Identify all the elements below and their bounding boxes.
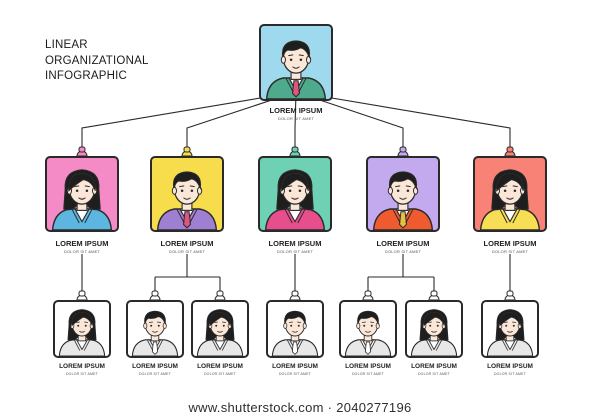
- person-avatar-icon: [479, 169, 541, 230]
- node-subtitle: DOLOR SIT AMET: [277, 115, 315, 121]
- person-avatar-icon: [271, 310, 319, 356]
- person-avatar-icon: [486, 309, 534, 356]
- node-name: LOREM IPSUM: [160, 239, 214, 248]
- hanger-pin-icon: [76, 290, 88, 301]
- manager-node-card: [473, 156, 547, 232]
- node-name: LOREM IPSUM: [59, 363, 105, 370]
- person-avatar-icon: [156, 171, 218, 230]
- node-name: LOREM IPSUM: [272, 363, 318, 370]
- staff-node-card: [481, 300, 539, 358]
- connector-root-to-manager: [294, 91, 297, 148]
- root-node-card: [259, 24, 333, 101]
- manager-node-card: [258, 156, 332, 232]
- hanger-pin-icon: [504, 146, 516, 157]
- title-line-1: LINEAR: [45, 39, 88, 51]
- node-name: LOREM IPSUM: [487, 363, 533, 370]
- person-avatar-icon: [265, 40, 327, 99]
- person-avatar-icon: [264, 169, 326, 230]
- person-avatar-icon: [344, 310, 392, 356]
- staff-node-card: [191, 300, 249, 358]
- connector-root-to-manager: [295, 91, 404, 148]
- node-subtitle: DOLOR SIT AMET: [168, 248, 206, 254]
- node-name: LOREM IPSUM: [268, 239, 322, 248]
- title-line-2: ORGANIZATIONAL: [45, 54, 149, 67]
- node-name: LOREM IPSUM: [197, 363, 243, 370]
- infographic-title: LINEAR ORGANIZATIONAL INFOGRAPHIC: [45, 38, 149, 85]
- hanger-pin-icon: [289, 146, 301, 157]
- node-name: LOREM IPSUM: [345, 363, 391, 370]
- node-name: LOREM IPSUM: [55, 239, 109, 248]
- hanger-pin-icon: [149, 290, 161, 301]
- node-name: LOREM IPSUM: [411, 363, 457, 370]
- node-subtitle: DOLOR SIT AMET: [138, 371, 172, 376]
- person-avatar-icon: [372, 171, 434, 230]
- staff-node-card: [126, 300, 184, 358]
- hanger-pin-icon: [428, 290, 440, 301]
- node-subtitle: DOLOR SIT AMET: [491, 248, 529, 254]
- node-subtitle: DOLOR SIT AMET: [63, 248, 101, 254]
- node-subtitle: DOLOR SIT AMET: [203, 371, 237, 376]
- hanger-pin-icon: [289, 290, 301, 301]
- manager-node-card: [150, 156, 224, 232]
- node-name: LOREM IPSUM: [483, 239, 537, 248]
- person-avatar-icon: [410, 309, 458, 356]
- node-name: LOREM IPSUM: [269, 106, 323, 115]
- staff-node-card: [266, 300, 324, 358]
- hanger-pin-icon: [504, 290, 516, 301]
- node-subtitle: DOLOR SIT AMET: [384, 248, 422, 254]
- staff-node-card: [339, 300, 397, 358]
- connector-root-to-manager: [186, 91, 297, 148]
- staff-node-card: [405, 300, 463, 358]
- node-subtitle: DOLOR SIT AMET: [417, 371, 451, 376]
- hanger-pin-icon: [362, 290, 374, 301]
- hanger-pin-icon: [397, 146, 409, 157]
- connector-root-to-manager: [81, 91, 297, 148]
- person-avatar-icon: [58, 309, 106, 356]
- title-line-3: INFOGRAPHIC: [45, 70, 128, 82]
- manager-node-card: [366, 156, 440, 232]
- node-subtitle: DOLOR SIT AMET: [278, 371, 312, 376]
- staff-node-card: [53, 300, 111, 358]
- manager-node-card: [45, 156, 119, 232]
- node-subtitle: DOLOR SIT AMET: [351, 371, 385, 376]
- hanger-pin-icon: [76, 146, 88, 157]
- node-name: LOREM IPSUM: [132, 363, 178, 370]
- node-subtitle: DOLOR SIT AMET: [65, 371, 99, 376]
- node-name: LOREM IPSUM: [376, 239, 430, 248]
- watermark-footer: www.shutterstock.com · 2040277196: [0, 398, 600, 420]
- node-subtitle: DOLOR SIT AMET: [493, 371, 527, 376]
- person-avatar-icon: [196, 309, 244, 356]
- person-avatar-icon: [51, 169, 113, 230]
- hanger-pin-icon: [214, 290, 226, 301]
- node-subtitle: DOLOR SIT AMET: [276, 248, 314, 254]
- person-avatar-icon: [131, 310, 179, 356]
- connector-root-to-manager: [295, 91, 511, 148]
- hanger-pin-icon: [181, 146, 193, 157]
